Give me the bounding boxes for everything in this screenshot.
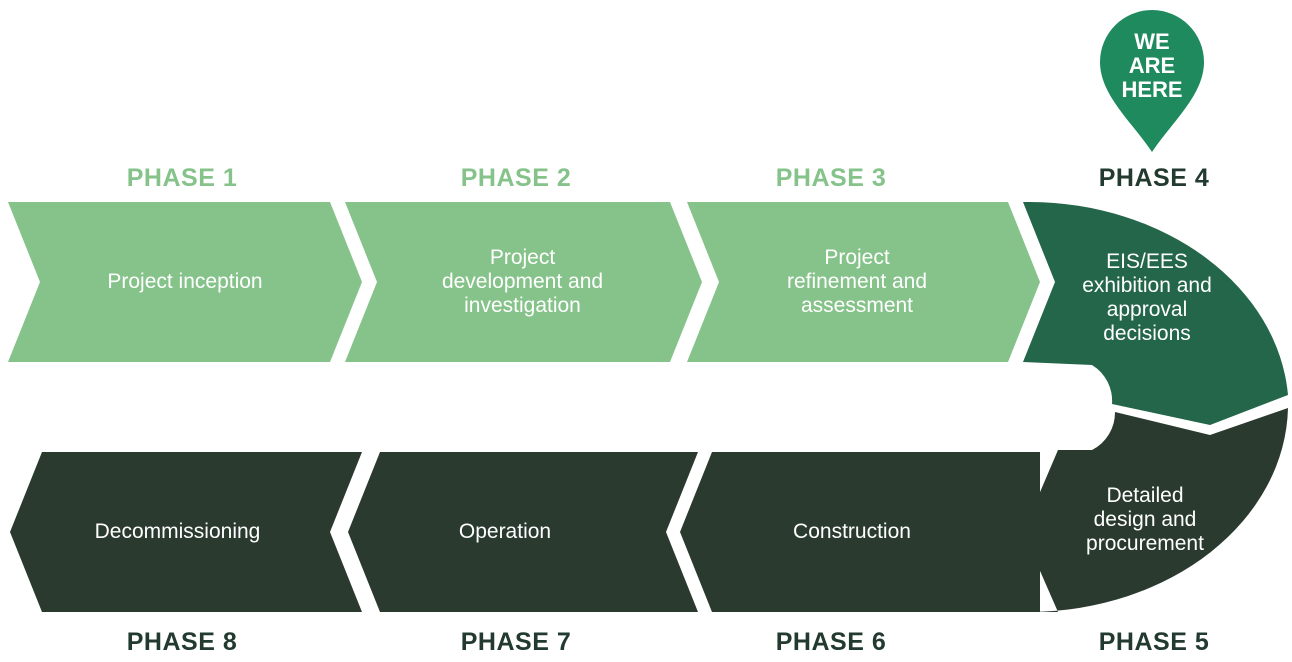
phase-6-arrow <box>680 452 1040 612</box>
phase-1-arrow <box>8 202 362 362</box>
phase-3-text: Project refinement and assessment <box>786 246 928 317</box>
phase-8-label: PHASE 8 <box>126 628 238 656</box>
phase-1-label: PHASE 1 <box>126 164 238 192</box>
phase-4-label: PHASE 4 <box>1098 164 1210 192</box>
phase-5-label: PHASE 5 <box>1098 628 1210 656</box>
phase-8-text: Decommissioning <box>94 520 261 543</box>
phase-7-label: PHASE 7 <box>460 628 572 656</box>
phase-5-arrow <box>1023 408 1288 612</box>
phase-1-text: Project inception <box>107 270 263 293</box>
phase-2-label: PHASE 2 <box>460 164 572 192</box>
location-pin-icon <box>1100 10 1204 152</box>
phase-3-arrow <box>687 202 1040 362</box>
phase-5-text: Detailed design and procurement <box>1086 484 1204 555</box>
phase-6-label: PHASE 6 <box>775 628 887 656</box>
phase-7-text: Operation <box>458 520 552 543</box>
phase-4-arrow <box>1023 202 1288 425</box>
phase-8-arrow <box>10 452 362 612</box>
phase-7-arrow <box>348 452 698 612</box>
phase-4-text: EIS/EES exhibition and approval decision… <box>1082 250 1212 345</box>
phase-3-label: PHASE 3 <box>775 164 887 192</box>
we-are-here-text: WE ARE HERE <box>1121 29 1183 102</box>
phase-2-text: Project development and investigation <box>441 246 604 317</box>
phase-2-arrow <box>345 202 702 362</box>
phase-6-text: Construction <box>793 520 911 543</box>
